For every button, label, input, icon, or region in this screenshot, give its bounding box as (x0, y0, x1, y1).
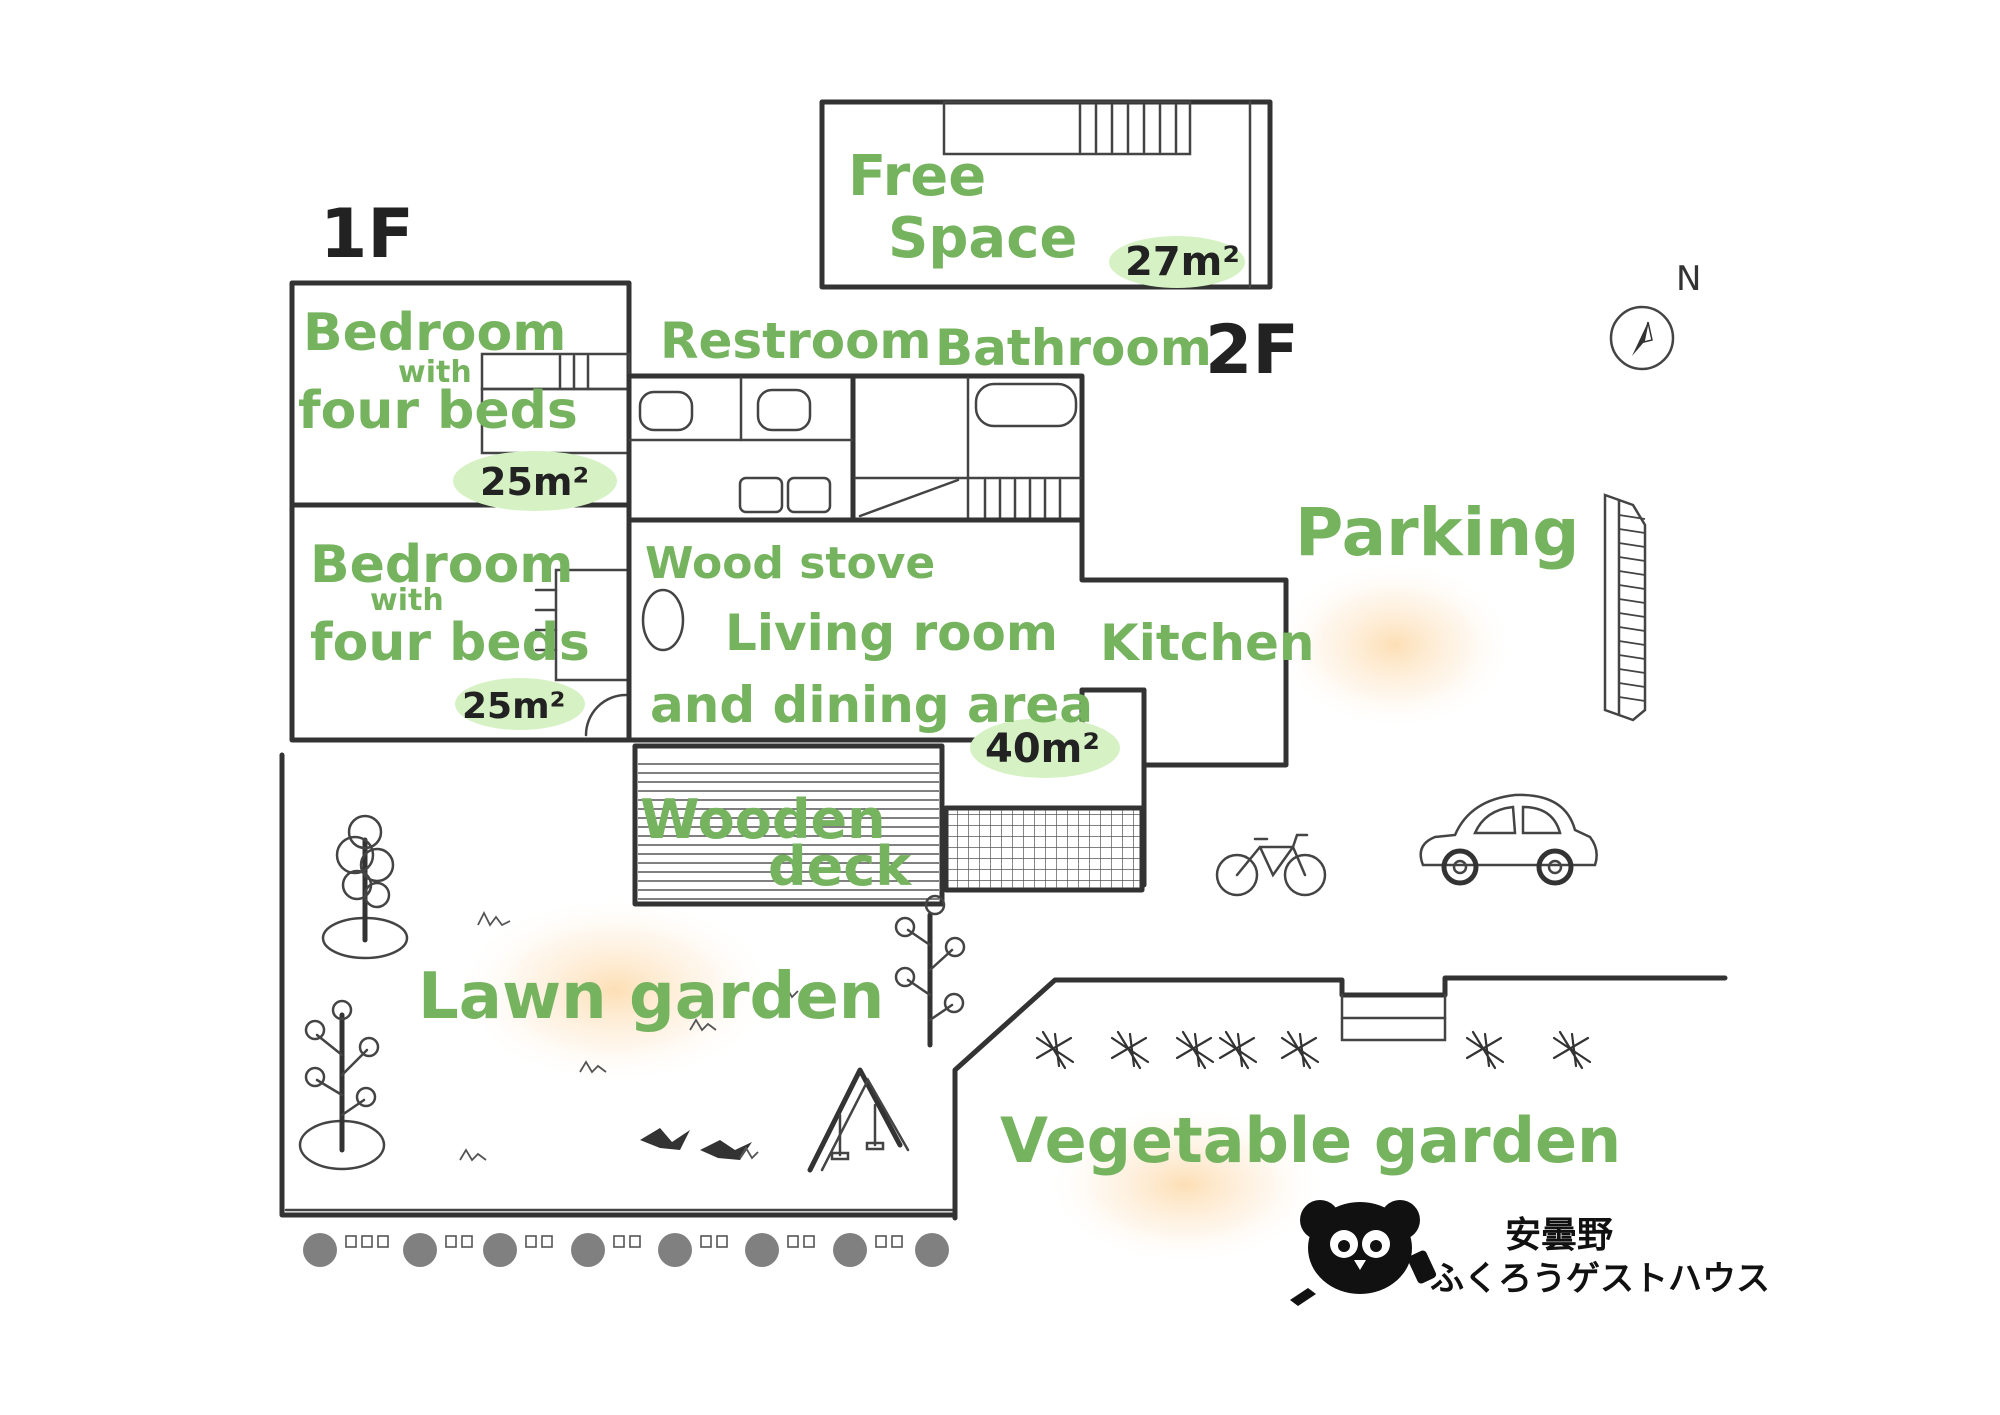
restroom-label: Restroom (660, 312, 932, 370)
fence-block (891, 1235, 903, 1248)
stair-step (1618, 626, 1646, 632)
living-room-label: Living room (725, 604, 1058, 662)
plant-icon (1218, 1030, 1258, 1070)
first-floor-plan (289, 280, 1289, 907)
bathroom-label: Bathroom (935, 319, 1212, 377)
stair-step (1618, 584, 1646, 590)
stair-step (1618, 668, 1646, 674)
stair-step (1618, 514, 1646, 520)
compass-icon (1609, 305, 1675, 371)
lawn-garden-label: Lawn garden (418, 960, 884, 1034)
bush-icon (915, 1233, 949, 1267)
grass-icon (459, 910, 799, 1162)
parking-glow (1275, 560, 1515, 730)
plant-icon (1035, 1030, 1075, 1070)
bedroom-2-area: 25m² (462, 686, 565, 727)
lawn-glow (455, 895, 775, 1085)
bedroom-2-label: four beds (310, 613, 590, 673)
living-room-area: 40m² (985, 726, 1100, 772)
plant-icon (1552, 1030, 1592, 1070)
stair-step (1618, 612, 1646, 618)
fence-block (377, 1235, 389, 1248)
tree-icon (298, 999, 386, 1171)
fence-block (445, 1235, 457, 1248)
vegetable-garden-fence (952, 975, 1728, 1221)
first-floor-label: 1F (320, 195, 414, 274)
plant-icon (1280, 1030, 1320, 1070)
outdoor-stairs (1603, 493, 1647, 722)
stair-step (1618, 556, 1646, 562)
plant-icon (1110, 1030, 1150, 1070)
plant-icon (1175, 1030, 1215, 1070)
bush-icon (483, 1233, 517, 1267)
vegetable-plants (1035, 1030, 1592, 1070)
bicycle-icon (1215, 833, 1327, 897)
stair-step (1618, 598, 1646, 604)
bedroom-2-label: Bedroom (310, 535, 573, 595)
bedroom-1-label: four beds (298, 381, 578, 441)
vegetable-glow (1045, 1105, 1325, 1265)
bedroom-2-label: with (370, 583, 444, 618)
wooden-deck-label: Wooden (640, 788, 886, 851)
second-floor-label: 2F (1205, 311, 1299, 390)
lawn-garden-fence (279, 752, 958, 1218)
bedroom-1-label: Bedroom (303, 303, 566, 363)
fence-block (787, 1235, 799, 1248)
bush-icon (571, 1233, 605, 1267)
area-highlight (970, 718, 1120, 778)
fence-block (803, 1235, 815, 1248)
living-room-label: and dining area (650, 676, 1093, 734)
bush-icon (658, 1233, 692, 1267)
kitchen-label: Kitchen (1100, 614, 1315, 672)
vegetable-garden-label: Vegetable garden (1000, 1104, 1621, 1177)
bedroom-1-area: 25m² (480, 460, 589, 504)
fence-block (541, 1235, 553, 1248)
stair-step (1618, 570, 1646, 576)
area-highlight (1109, 236, 1245, 288)
stair-step (1618, 682, 1646, 688)
hedge-row (303, 1233, 949, 1267)
area-highlight (453, 451, 617, 511)
stair-step (1618, 528, 1646, 534)
fence-block (361, 1235, 373, 1248)
logo-text: 安曇野 (1505, 1215, 1613, 1256)
bush-icon (403, 1233, 437, 1267)
stair-step (1618, 542, 1646, 548)
car-icon (1419, 793, 1598, 886)
plant-icon (1465, 1030, 1505, 1070)
fence-block (461, 1235, 473, 1248)
free-space-area: 27m² (1125, 239, 1240, 285)
tree-icon (894, 894, 966, 1048)
fence-block (345, 1235, 357, 1248)
free-space-label: Space (888, 206, 1077, 271)
bedroom-1-label: with (398, 355, 472, 390)
stair-step (1618, 654, 1646, 660)
swing-icon (807, 1067, 910, 1173)
fence-block (525, 1235, 537, 1248)
fence-block (613, 1235, 625, 1248)
bird-icon (640, 1128, 752, 1160)
owl-logo-icon (1290, 1200, 1437, 1306)
compass-north-label: N (1676, 259, 1701, 299)
bush-icon (833, 1233, 867, 1267)
stair-step (1618, 640, 1646, 646)
fence-block (716, 1235, 728, 1248)
stair-step (1618, 696, 1646, 702)
fence-block (875, 1235, 887, 1248)
fence-block (700, 1235, 712, 1248)
bush-icon (303, 1233, 337, 1267)
second-floor-plan (819, 99, 1273, 290)
fence-block (629, 1235, 641, 1248)
area-highlight (455, 678, 585, 730)
bush-icon (745, 1233, 779, 1267)
wooden-deck-label: deck (768, 835, 912, 898)
logo-text: ふくろうゲストハウス (1430, 1259, 1770, 1299)
tree-icon (321, 814, 409, 960)
wood-stove-label: Wood stove (645, 538, 935, 589)
free-space-label: Free (848, 144, 986, 209)
parking-label: Parking (1295, 494, 1579, 571)
